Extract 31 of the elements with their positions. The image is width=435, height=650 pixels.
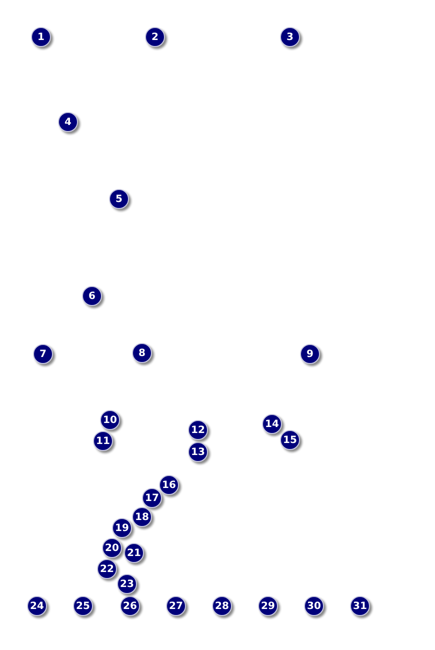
- callout-number: 6: [82, 286, 102, 306]
- callout-number: 10: [100, 410, 120, 430]
- callout-number: 31: [350, 596, 370, 616]
- callout-number: 9: [300, 344, 320, 364]
- callout-number: 29: [258, 596, 278, 616]
- callout-number: 15: [280, 430, 300, 450]
- callout-number: 16: [159, 475, 179, 495]
- callout-number: 5: [109, 189, 129, 209]
- callout-number: 25: [73, 596, 93, 616]
- callout-number: 2: [145, 27, 165, 47]
- callout-number: 12: [188, 420, 208, 440]
- callout-number: 14: [262, 414, 282, 434]
- callout-number: 26: [120, 596, 140, 616]
- callout-number: 22: [97, 559, 117, 579]
- callout-number: 7: [33, 344, 53, 364]
- callout-number: 19: [112, 518, 132, 538]
- callout-number: 27: [166, 596, 186, 616]
- callout-number: 8: [132, 343, 152, 363]
- callout-number: 23: [117, 574, 137, 594]
- callout-number: 17: [142, 488, 162, 508]
- callout-number: 21: [124, 543, 144, 563]
- callout-number: 1: [31, 27, 51, 47]
- callout-number: 13: [188, 442, 208, 462]
- callout-number: 18: [132, 507, 152, 527]
- callout-number: 3: [280, 27, 300, 47]
- callout-number: 30: [304, 596, 324, 616]
- callout-number: 11: [93, 431, 113, 451]
- callout-number: 28: [212, 596, 232, 616]
- callout-number: 20: [102, 538, 122, 558]
- callout-number: 24: [27, 596, 47, 616]
- callout-number: 4: [58, 112, 78, 132]
